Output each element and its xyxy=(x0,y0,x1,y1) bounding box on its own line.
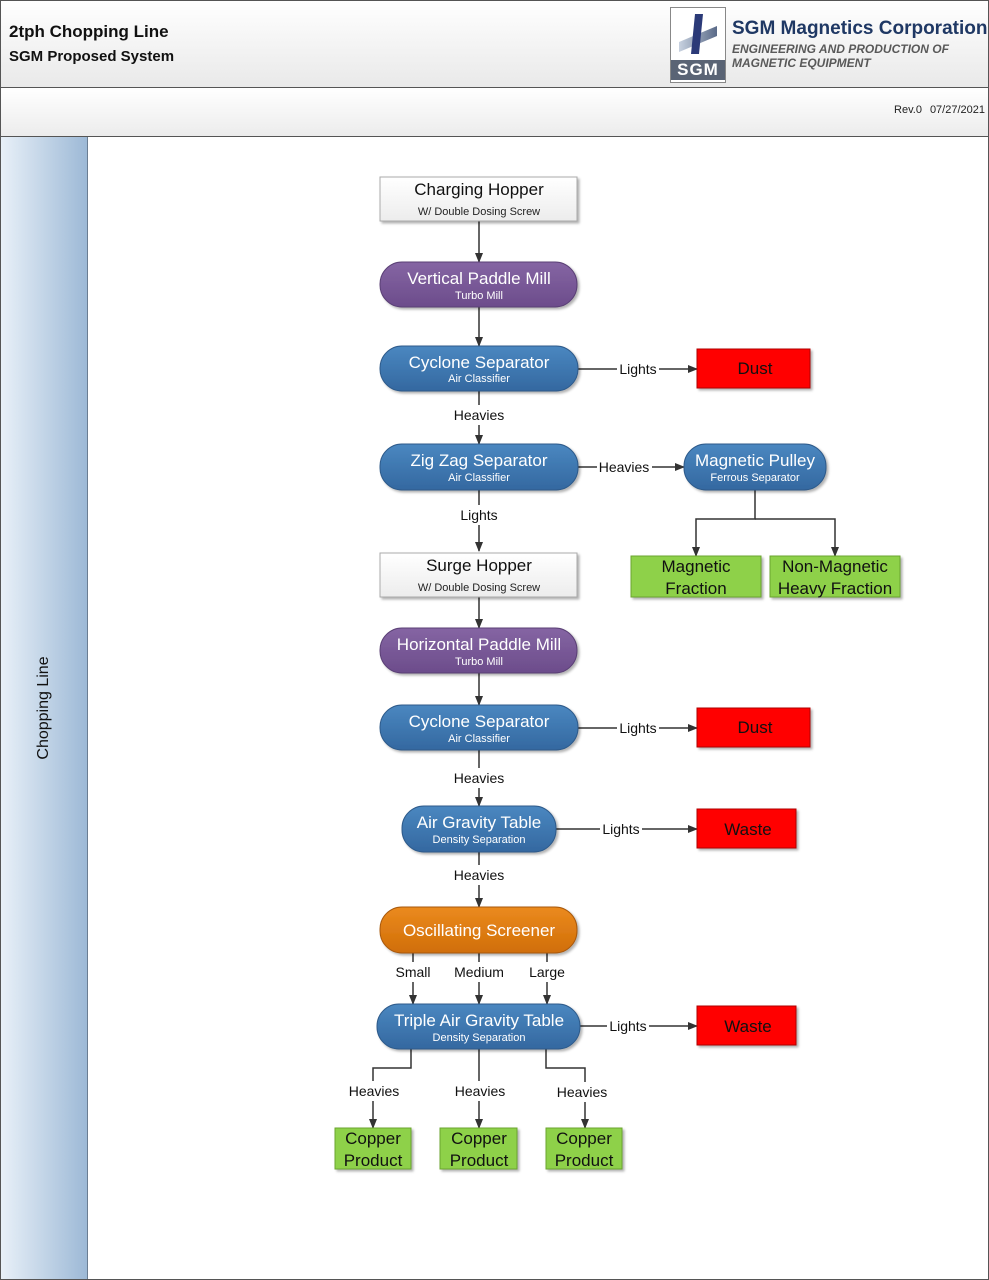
label-small: Small xyxy=(395,964,430,980)
node-triple-table xyxy=(376,1003,581,1050)
label-medium: Medium xyxy=(454,964,504,980)
charging-hopper-sub: W/ Double Dosing Screw xyxy=(418,206,540,218)
node-waste-1 xyxy=(696,808,797,849)
label-cyclone1-heavies: Heavies xyxy=(454,407,505,423)
label-cyclone2-lights: Lights xyxy=(619,720,656,736)
node-cyclone-2 xyxy=(379,704,579,751)
magnetic-pulley-sub: Ferrous Separator xyxy=(710,472,800,484)
company-name: SGM Magnetics Corporation xyxy=(732,18,988,39)
non-magnetic-line-2: Heavy Fraction xyxy=(778,579,892,598)
surge-hopper-title: Surge Hopper xyxy=(426,556,532,575)
node-cyclone-1 xyxy=(379,345,579,392)
magnetic-pulley-title: Magnetic Pulley xyxy=(695,451,816,470)
header-panel: 2tph Chopping Line SGM Proposed System S… xyxy=(0,0,989,88)
nodes: Charging Hopper W/ Double Dosing Screw V… xyxy=(334,176,901,1170)
horizontal-mill-sub: Turbo Mill xyxy=(455,656,503,668)
node-zigzag xyxy=(379,443,579,491)
node-air-gravity xyxy=(401,805,557,853)
revision-info: Rev.0 07/27/2021 xyxy=(894,104,985,116)
node-copper-3 xyxy=(545,1127,623,1170)
magnetic-fraction-line-1: Magnetic xyxy=(662,557,731,576)
air-gravity-sub: Density Separation xyxy=(433,834,526,846)
diagram-subtitle: SGM Proposed System xyxy=(9,48,175,65)
node-vertical-mill xyxy=(379,261,578,308)
diagram-title: 2tph Chopping Line xyxy=(9,22,169,41)
node-copper-1 xyxy=(334,1127,412,1170)
node-horizontal-mill xyxy=(379,627,578,674)
magnetic-fraction-line-2: Fraction xyxy=(665,579,726,598)
horizontal-mill-title: Horizontal Paddle Mill xyxy=(397,635,561,654)
label-large: Large xyxy=(529,964,565,980)
edge-pulley-to-nonmagnetic xyxy=(755,518,839,557)
non-magnetic-line-1: Non-Magnetic xyxy=(782,557,888,576)
label-table-heavies: Heavies xyxy=(454,867,505,883)
charging-hopper-title: Charging Hopper xyxy=(414,180,544,199)
edge-pulley-to-magnetic xyxy=(692,490,756,557)
copper-3-line-1: Copper xyxy=(556,1129,612,1148)
copper-2-line-1: Copper xyxy=(451,1129,507,1148)
vertical-mill-title: Vertical Paddle Mill xyxy=(407,269,551,288)
waste-1-title: Waste xyxy=(724,820,772,839)
sgm-logo-mark-icon xyxy=(679,14,717,54)
node-charging-hopper xyxy=(379,176,578,222)
label-cyclone1-lights: Lights xyxy=(619,361,656,377)
node-screener xyxy=(379,906,578,954)
company-tagline: ENGINEERING AND PRODUCTION OF MAGNETIC E… xyxy=(732,42,982,70)
label-table-lights: Lights xyxy=(602,821,639,837)
company-logo: SGM xyxy=(670,7,726,83)
revision-number: Rev.0 xyxy=(894,104,922,116)
node-non-magnetic xyxy=(769,555,901,598)
vertical-mill-sub: Turbo Mill xyxy=(455,290,503,302)
copper-1-line-1: Copper xyxy=(345,1129,401,1148)
label-triple-lights: Lights xyxy=(609,1018,646,1034)
node-dust-1 xyxy=(696,348,811,389)
cyclone-2-sub: Air Classifier xyxy=(448,733,510,745)
node-surge-hopper xyxy=(379,552,578,598)
dust-2-title: Dust xyxy=(738,718,773,737)
company-tagline-line-2: MAGNETIC EQUIPMENT xyxy=(732,56,871,70)
node-magnetic-fraction xyxy=(630,555,762,598)
copper-1-line-2: Product xyxy=(344,1151,403,1170)
surge-hopper-sub: W/ Double Dosing Screw xyxy=(418,582,540,594)
revision-date: 07/27/2021 xyxy=(929,104,985,116)
triple-table-sub: Density Separation xyxy=(433,1032,526,1044)
label-zigzag-lights: Lights xyxy=(460,507,497,523)
cyclone-1-sub: Air Classifier xyxy=(448,373,510,385)
label-cyclone2-heavies: Heavies xyxy=(454,770,505,786)
screener-title: Oscillating Screener xyxy=(403,921,555,940)
node-copper-2 xyxy=(439,1127,518,1170)
cyclone-1-title: Cyclone Separator xyxy=(409,353,550,372)
label-zigzag-heavies: Heavies xyxy=(599,459,650,475)
cyclone-2-title: Cyclone Separator xyxy=(409,712,550,731)
node-magnetic-pulley xyxy=(683,443,827,491)
edge-labels: Lights Heavies Heavies Lights Lights Hea… xyxy=(345,359,659,1102)
swimlane-header xyxy=(1,137,88,1279)
node-dust-2 xyxy=(696,707,811,748)
logo-text: SGM xyxy=(671,60,725,80)
triple-table-title: Triple Air Gravity Table xyxy=(394,1011,564,1030)
air-gravity-title: Air Gravity Table xyxy=(417,813,541,832)
node-waste-2 xyxy=(696,1005,797,1046)
dust-1-title: Dust xyxy=(738,359,773,378)
zigzag-sub: Air Classifier xyxy=(448,472,510,484)
zigzag-title: Zig Zag Separator xyxy=(410,451,547,470)
revision-bar xyxy=(0,87,989,137)
copper-3-line-2: Product xyxy=(555,1151,614,1170)
waste-2-title: Waste xyxy=(724,1017,772,1036)
copper-2-line-2: Product xyxy=(450,1151,509,1170)
company-tagline-line-1: ENGINEERING AND PRODUCTION OF xyxy=(732,42,949,56)
label-heavies-3: Heavies xyxy=(557,1084,608,1100)
label-heavies-1: Heavies xyxy=(349,1083,400,1099)
label-heavies-2: Heavies xyxy=(455,1083,506,1099)
